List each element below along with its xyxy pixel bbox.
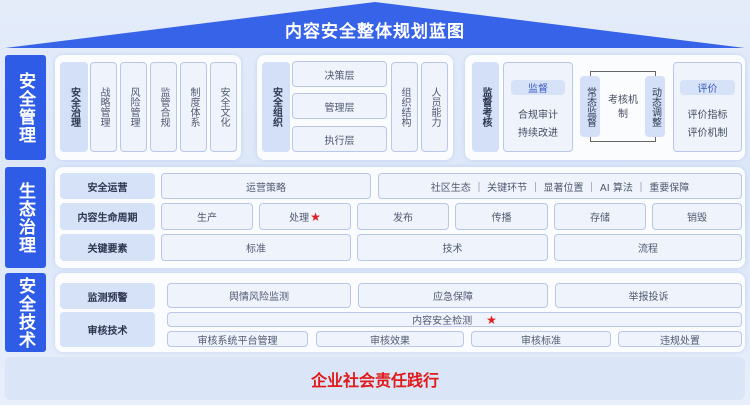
governance-item: 战略管理: [90, 62, 117, 152]
cycle-right: 动态调整: [645, 76, 665, 137]
evaluate-box: [673, 62, 742, 152]
audit-cell: 审核系统平台管理: [167, 331, 308, 347]
org-layer: 管理层: [292, 93, 387, 119]
section-label-management: 安全管理: [5, 55, 46, 160]
evaluate-item: 评价指标: [687, 110, 728, 121]
org-item: 组织结构: [391, 62, 418, 152]
governance-item: 安全文化: [210, 62, 237, 152]
lifecycle-label: 处理: [289, 213, 310, 224]
cycle-center: 考核机制: [608, 95, 638, 120]
page-title: 内容安全整体规划蓝图: [285, 22, 465, 42]
row-label: 安全运营: [60, 173, 155, 199]
lifecycle-cell: 传播: [455, 203, 548, 230]
row-label: 内容生命周期: [60, 203, 155, 230]
audit-main-cell: 内容安全检测 ★: [167, 312, 742, 327]
governance-item: 监管合规: [150, 62, 177, 152]
evaluate-title: 评价: [680, 80, 735, 95]
evaluate-item: 评价机制: [687, 128, 728, 139]
row-label: 监测预警: [60, 283, 155, 309]
footer-banner: 企业社会责任践行: [5, 357, 745, 400]
supervise-item: 合规审计: [518, 110, 558, 121]
monitor-cell: 举报投诉: [555, 283, 742, 308]
governance-item: 风险管理: [120, 62, 147, 152]
ecology-cell: 社区生态 ｜ 关键环节 ｜ 显著位置 ｜ AI 算法 ｜ 重要保障: [378, 173, 742, 199]
cycle-left: 常态监督: [580, 76, 600, 137]
org-layer: 决策层: [292, 61, 387, 87]
governance-head: 安全治理: [60, 62, 88, 152]
ecology-cell: 运营策略: [161, 173, 371, 199]
row-label: 关键要素: [60, 234, 155, 261]
section-label-technology: 安全技术: [5, 273, 46, 352]
supervision-head: 监督考核: [472, 62, 499, 152]
org-item: 人员能力: [421, 62, 448, 152]
lifecycle-cell: 销毁: [652, 203, 742, 230]
lifecycle-cell: 存储: [554, 203, 646, 230]
governance-item: 制度体系: [180, 62, 207, 152]
roof-banner: [5, 2, 745, 48]
audit-cell: 审核效果: [316, 331, 464, 347]
monitor-cell: 舆情风险监测: [167, 283, 351, 308]
row-label: 审核技术: [60, 312, 155, 347]
element-cell: 技术: [357, 234, 548, 261]
org-layer: 执行层: [292, 126, 387, 152]
supervise-box: [503, 62, 573, 152]
organization-head: 安全组织: [262, 62, 290, 152]
element-cell: 流程: [554, 234, 742, 261]
section-label-ecology: 生态治理: [5, 167, 46, 268]
star-icon: ★: [310, 209, 321, 224]
supervise-title: 监督: [511, 80, 565, 95]
lifecycle-cell: 处理★: [259, 203, 351, 230]
audit-cell: 审核标准: [471, 331, 611, 347]
element-cell: 标准: [161, 234, 351, 261]
monitor-cell: 应急保障: [358, 283, 548, 308]
supervise-item: 持续改进: [518, 128, 558, 139]
audit-main-label: 内容安全检测: [412, 316, 473, 327]
audit-cell: 违规处置: [618, 331, 742, 347]
star-icon: ★: [486, 312, 497, 327]
lifecycle-cell: 生产: [161, 203, 253, 230]
lifecycle-cell: 发布: [357, 203, 449, 230]
